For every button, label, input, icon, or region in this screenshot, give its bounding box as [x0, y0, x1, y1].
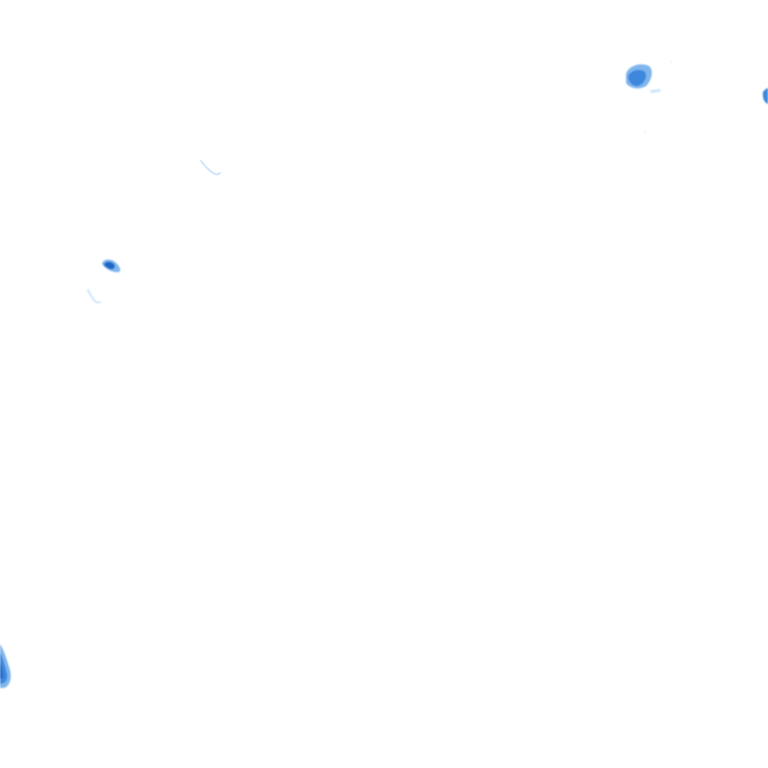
- precip-cell-east-edge: [762, 88, 768, 104]
- precip-streak-north-west: [200, 160, 221, 176]
- precip-cell-north-east: [626, 61, 672, 133]
- precip-cell-west: [87, 259, 121, 304]
- precip-cell-south-west-edge: [0, 644, 11, 688]
